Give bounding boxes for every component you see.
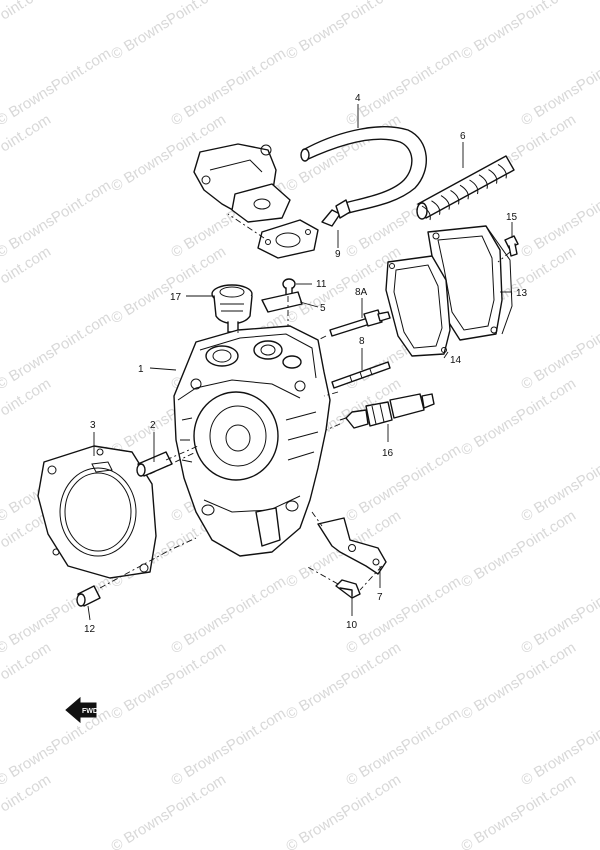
screw-part: [282, 278, 296, 297]
dowel-pin-part: [136, 451, 173, 477]
callout-17: 17: [170, 292, 182, 303]
dowel-part: [76, 585, 101, 607]
thermostat-part: [211, 284, 253, 333]
watermark-text: © BrownsPoint.com: [458, 639, 579, 723]
watermark-text: © BrownsPoint.com: [0, 573, 114, 657]
plate-part: [261, 291, 303, 313]
callout-8: 8: [359, 336, 365, 347]
callout-1: 1: [138, 364, 144, 375]
stud-8a-part: [329, 309, 391, 337]
callout-5: 5: [320, 303, 326, 314]
watermark-text: © BrownsPoint.com: [458, 507, 579, 591]
watermark-text: © BrownsPoint.com: [283, 0, 404, 63]
spiral-sleeve-part: [416, 155, 515, 221]
callout-8a: 8A: [355, 287, 368, 298]
watermark-text: © BrownsPoint.com: [343, 45, 464, 129]
bolt-small-part: [504, 235, 519, 257]
watermark-text: © BrownsPoint.com: [343, 705, 464, 789]
watermark-text: © BrownsPoint.com: [0, 309, 114, 393]
forward-arrow: FWD: [65, 696, 98, 724]
watermark-text: © BrownsPoint.com: [168, 573, 289, 657]
callout-10: 10: [346, 620, 358, 631]
assembly-lines: [99, 213, 511, 591]
watermark-text: © BrownsPoint.com: [458, 375, 579, 459]
cover-gasket-large-part: [385, 255, 451, 357]
callout-labels: 1 2 3 4 5 6 7 8 8A 9 10 11 12 13 14 15 1…: [84, 93, 528, 635]
head-gasket-part: [37, 445, 157, 579]
watermark-text: © BrownsPoint.com: [283, 771, 404, 850]
thermostat-cover-part: [193, 143, 291, 223]
cover-gasket-part: [257, 199, 351, 259]
forward-arrow-label: FWD: [82, 708, 98, 715]
watermark-text: © BrownsPoint.com: [0, 45, 114, 129]
callout-4: 4: [355, 93, 361, 104]
callout-16: 16: [382, 448, 394, 459]
callout-2: 2: [150, 420, 156, 431]
cylinder-head-part: [173, 325, 331, 557]
watermark-text: © BrownsPoint.com: [0, 177, 114, 261]
callout-15: 15: [506, 212, 518, 223]
bracket-part: [317, 517, 387, 575]
watermark-text: © BrownsPoint.com: [168, 705, 289, 789]
watermark-text: © BrownsPoint.com: [0, 705, 114, 789]
callout-12: 12: [84, 624, 96, 635]
spark-plug-part: [339, 393, 435, 429]
callout-11: 11: [316, 279, 327, 290]
watermark-text: © BrownsPoint.com: [108, 243, 229, 327]
watermark-text: © BrownsPoint.com: [458, 771, 579, 850]
leader-lines: [87, 104, 513, 621]
stud-8-part: [331, 361, 391, 389]
watermark-text: © BrownsPoint.com: [343, 441, 464, 525]
watermark-text: © BrownsPoint.com: [108, 0, 229, 63]
callout-7: 7: [377, 592, 383, 603]
watermark-text: © BrownsPoint.com: [458, 0, 579, 63]
callout-3: 3: [90, 420, 96, 431]
watermark-text: © BrownsPoint.com: [283, 639, 404, 723]
callout-9: 9: [335, 249, 341, 260]
watermark-text: © BrownsPoint.com: [108, 639, 229, 723]
callout-14: 14: [450, 355, 462, 366]
watermark-text: © BrownsPoint.com: [108, 771, 229, 850]
callout-6: 6: [460, 131, 466, 142]
watermark-text: © BrownsPoint.com: [343, 573, 464, 657]
watermark-text: © BrownsPoint.com: [0, 0, 54, 63]
bolt-part: [335, 579, 361, 599]
callout-13: 13: [516, 288, 528, 299]
watermark-text: © BrownsPoint.com: [168, 45, 289, 129]
